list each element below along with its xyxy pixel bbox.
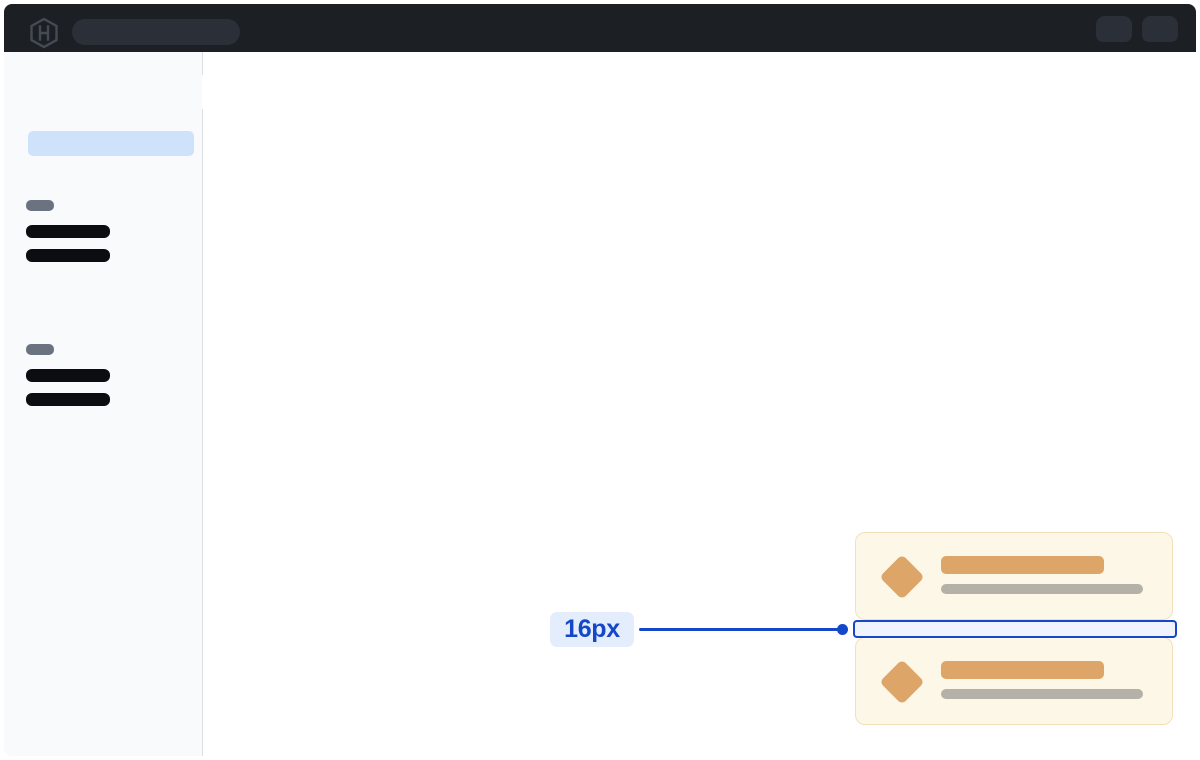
sidebar-item-2-2[interactable]	[26, 393, 110, 406]
card-text-block	[941, 661, 1145, 699]
measurement-endpoint-dot	[837, 624, 848, 635]
card-title	[941, 556, 1104, 574]
sidebar-item-1-1[interactable]	[26, 225, 110, 238]
topbar-action-icon[interactable]	[1096, 16, 1132, 42]
sidebar	[4, 52, 203, 756]
card-subtitle	[941, 584, 1143, 594]
measurement-value-badge: 16px	[550, 612, 634, 647]
content-card[interactable]	[855, 532, 1173, 620]
diamond-icon	[879, 659, 925, 705]
sidebar-group-2	[26, 344, 110, 417]
sidebar-group-1	[26, 200, 110, 273]
card-subtitle	[941, 689, 1143, 699]
measurement-leader-line	[639, 628, 844, 631]
sidebar-group-label	[26, 344, 54, 355]
diamond-icon	[879, 554, 925, 600]
content-card[interactable]	[855, 637, 1173, 725]
spacing-gap-highlight	[853, 620, 1177, 638]
sidebar-item-2-1[interactable]	[26, 369, 110, 382]
sidebar-group-label	[26, 200, 54, 211]
hexagon-h-logo-icon[interactable]	[28, 17, 60, 49]
sidebar-item-selected[interactable]	[28, 131, 194, 156]
top-bar-actions	[1096, 16, 1178, 42]
card-title	[941, 661, 1104, 679]
search-input[interactable]	[72, 19, 240, 45]
topbar-avatar-icon[interactable]	[1142, 16, 1178, 42]
top-bar	[4, 4, 1196, 52]
sidebar-item-1-2[interactable]	[26, 249, 110, 262]
card-text-block	[941, 556, 1145, 594]
